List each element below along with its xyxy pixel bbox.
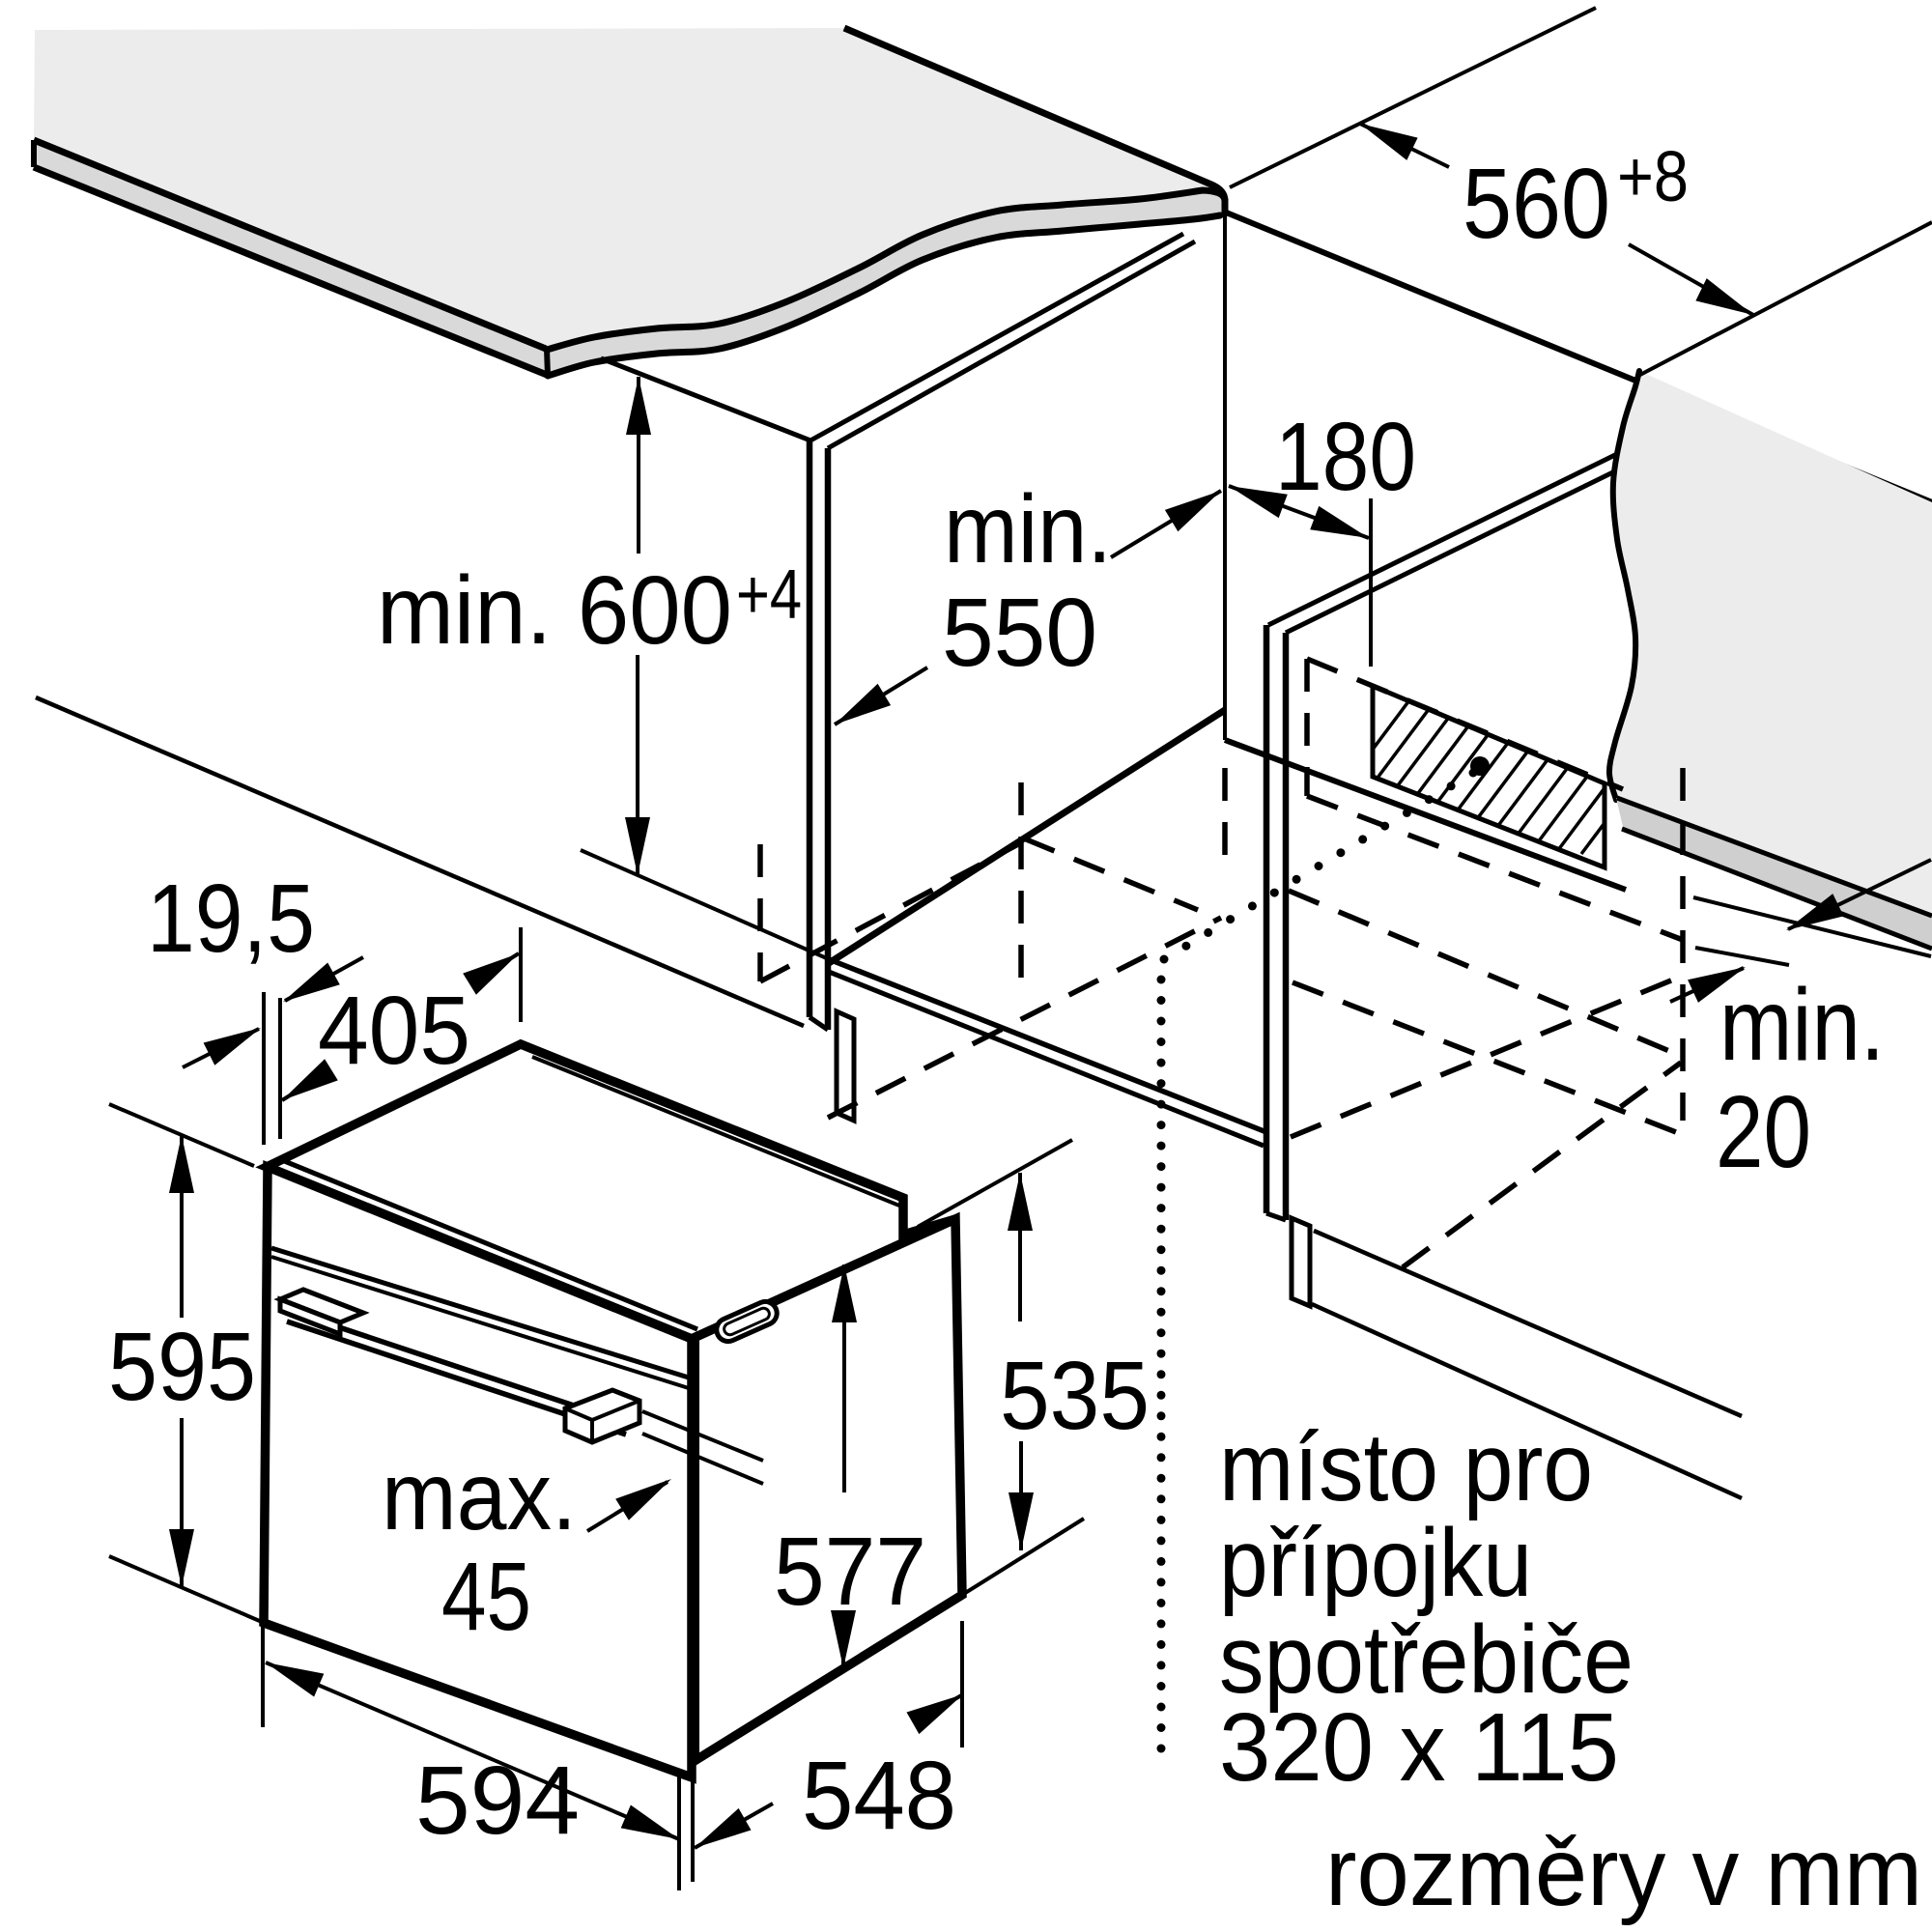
svg-text:min.: min. (1719, 968, 1885, 1082)
svg-text:+8: +8 (1617, 136, 1689, 216)
svg-text:min.: min. (944, 475, 1112, 583)
svg-text:405: 405 (318, 977, 470, 1085)
svg-text:550: 550 (942, 579, 1097, 687)
svg-text:180: 180 (1275, 403, 1416, 511)
svg-text:19,5: 19,5 (147, 865, 315, 973)
svg-text:45: 45 (441, 1543, 531, 1651)
svg-text:spotřebiče: spotřebiče (1219, 1605, 1634, 1714)
svg-text:535: 535 (1000, 1342, 1150, 1450)
svg-text:min. 600: min. 600 (377, 556, 732, 665)
svg-text:max.: max. (382, 1442, 577, 1550)
svg-text:594: 594 (415, 1747, 580, 1855)
svg-text:595: 595 (108, 1313, 256, 1421)
svg-text:přípojku: přípojku (1219, 1509, 1532, 1617)
svg-text:548: 548 (802, 1742, 956, 1850)
svg-text:20: 20 (1716, 1075, 1811, 1189)
svg-text:místo pro: místo pro (1219, 1413, 1593, 1521)
svg-text:rozměry v mm: rozměry v mm (1325, 1818, 1922, 1926)
svg-text:320 x 115: 320 x 115 (1219, 1693, 1619, 1802)
svg-text:560: 560 (1463, 148, 1610, 259)
svg-text:577: 577 (774, 1518, 926, 1626)
svg-text:+4: +4 (736, 556, 802, 634)
